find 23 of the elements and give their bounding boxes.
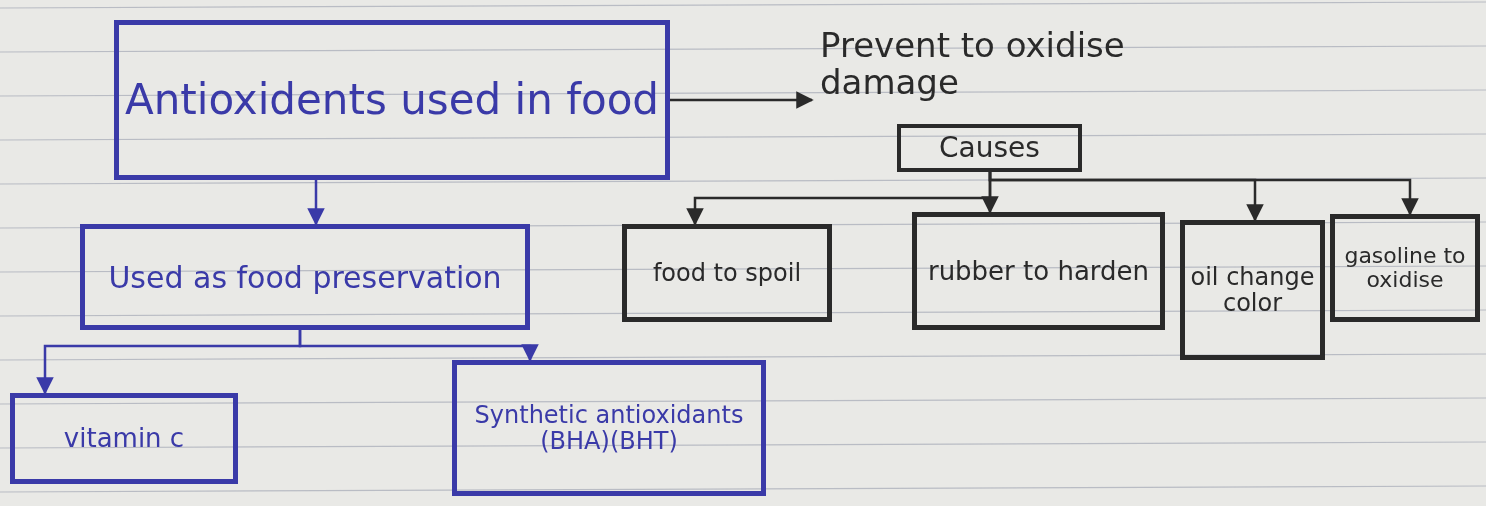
box-label: Synthetic antioxidants (BHA)(BHT) <box>473 401 745 455</box>
process-box <box>114 20 670 180</box>
box-label: rubber to harden <box>927 256 1150 286</box>
arrow <box>298 330 539 362</box>
box-label: Causes <box>939 132 1040 164</box>
process-box <box>452 360 766 496</box>
process-box <box>897 124 1082 172</box>
box-label: oil change color <box>1189 263 1316 317</box>
box-label: vitamin c <box>63 424 185 453</box>
process-box <box>912 212 1165 330</box>
process-box <box>1330 214 1480 322</box>
process-box <box>622 224 832 322</box>
process-box <box>80 224 530 330</box>
process-box <box>10 393 238 484</box>
arrow <box>988 172 1419 216</box>
arrow <box>307 180 325 226</box>
box-label: Antioxidents used in food <box>124 76 660 124</box>
box-label: gasoline to oxidise <box>1343 243 1467 293</box>
note-text: Prevent to oxidise damage <box>820 26 1126 102</box>
arrow <box>670 91 814 109</box>
box-label: food to spoil <box>652 259 802 287</box>
box-label: Used as food preservation <box>108 260 502 294</box>
process-box <box>1180 220 1325 360</box>
